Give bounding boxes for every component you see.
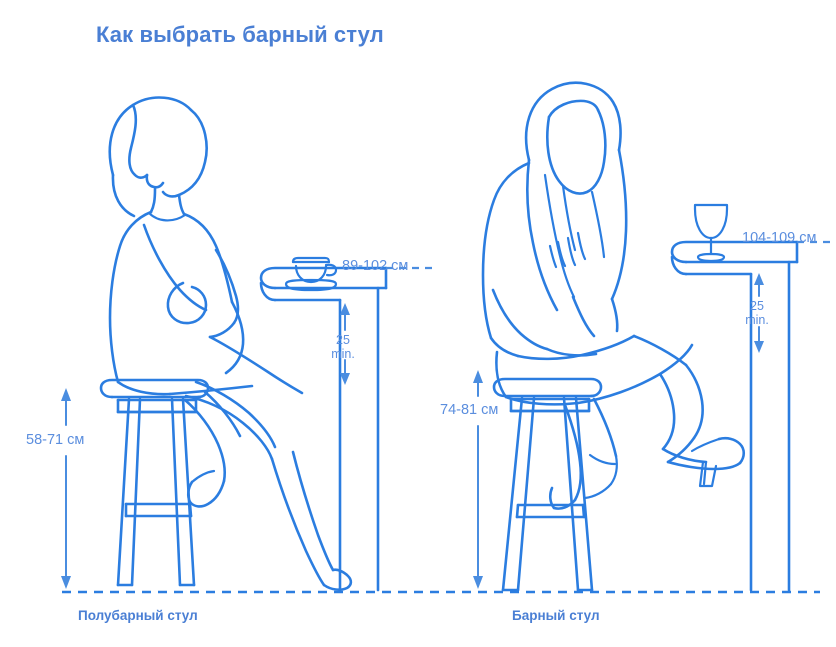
coffee-cup-icon [284,256,338,292]
label-knee-clearance-right: 25 min. [740,299,774,327]
label-seat-height-left: 58-71 см [26,432,85,448]
knee-clearance-unit-left: min. [331,346,355,361]
knee-clearance-value-left: 25 [336,333,350,347]
wine-glass-icon [693,203,729,263]
knee-clearance-unit-right: min. [745,312,769,327]
right-scene [481,81,799,592]
dimension-left-seat-height [61,388,71,589]
label-seat-height-right: 74-81 см [440,402,499,418]
page-title: Как выбрать барный стул [96,22,384,47]
caption-bar-stool: Барный стул [512,608,600,623]
knee-clearance-value-right: 25 [750,299,764,313]
caption-counter-stool: Полубарный стул [78,608,198,623]
label-counter-height-left: 89-102 см [342,258,409,274]
label-counter-height-right: 104-109 см [742,230,817,246]
label-knee-clearance-left: 25 min. [326,333,360,361]
